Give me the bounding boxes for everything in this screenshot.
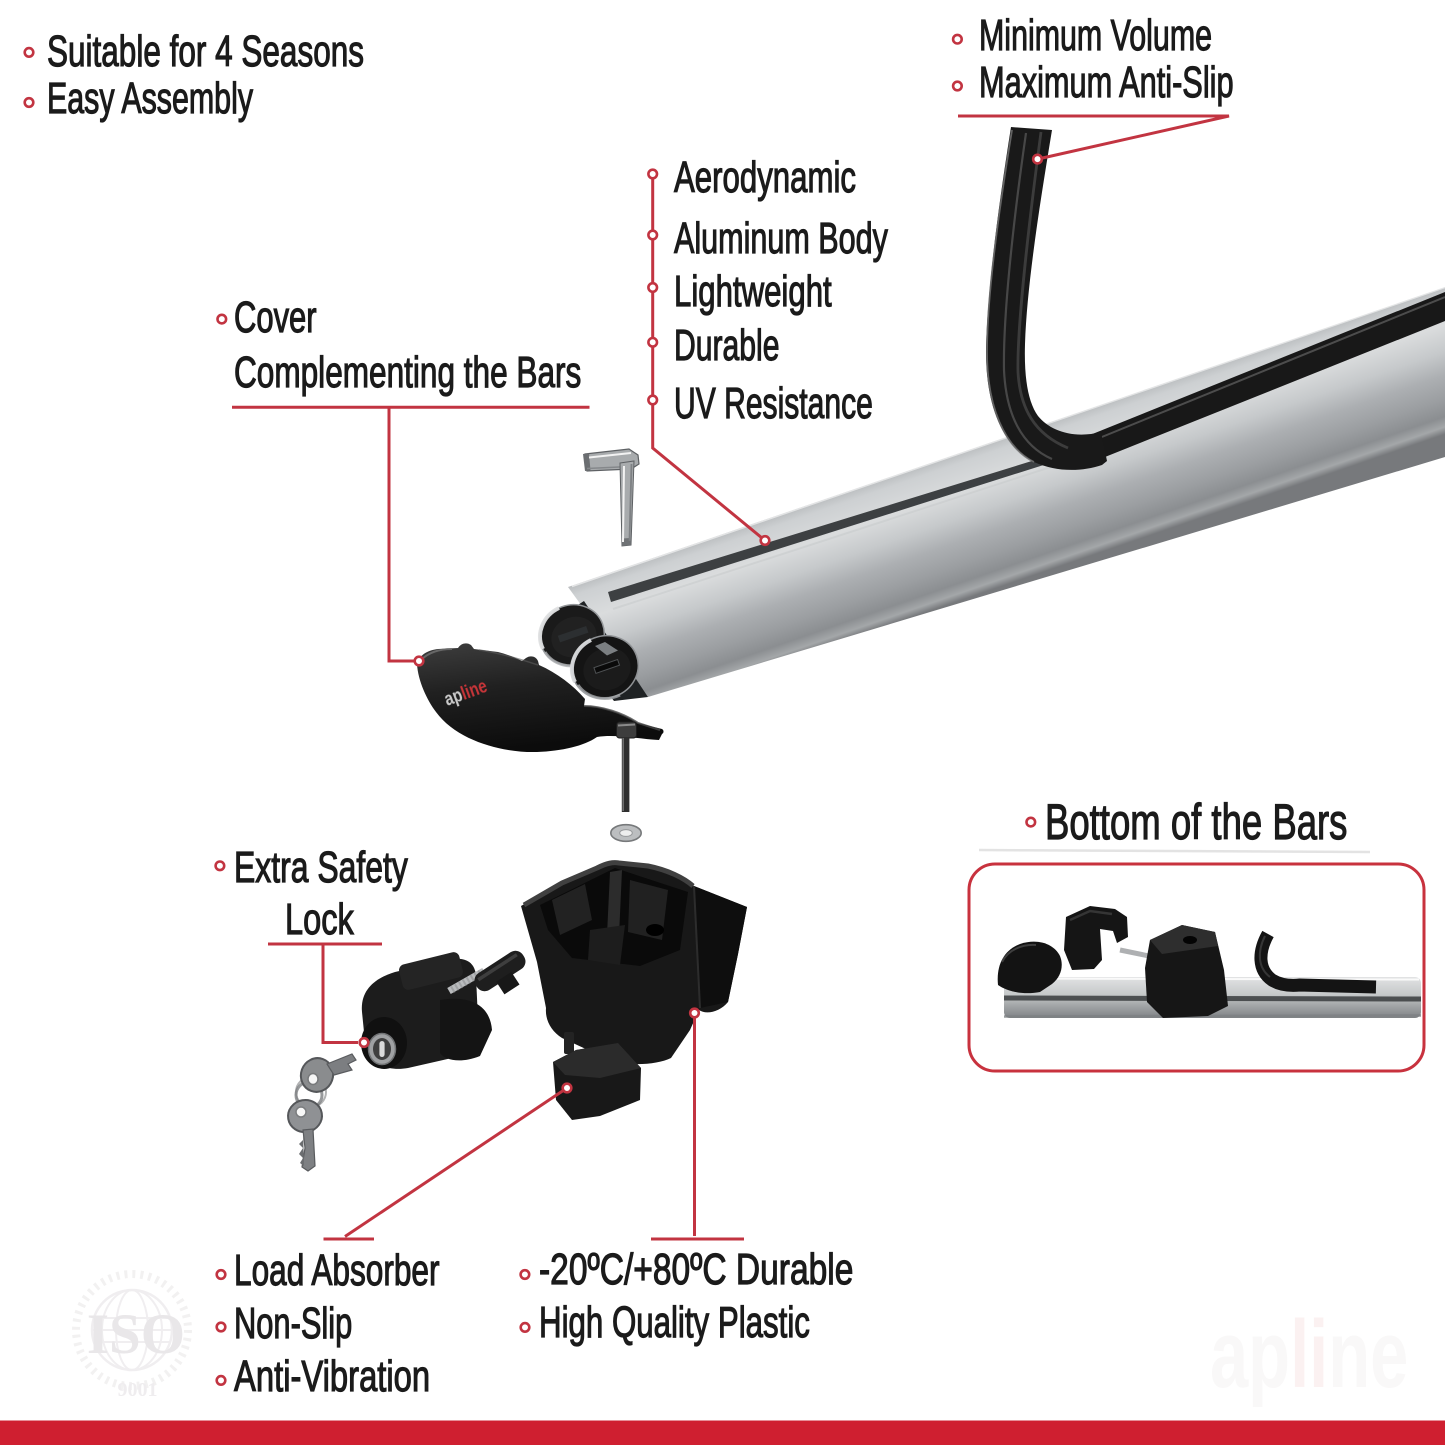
svg-text:ISO: ISO (87, 1303, 185, 1366)
svg-text:apline: apline (1210, 1300, 1408, 1408)
svg-text:9001: 9001 (118, 1379, 158, 1401)
